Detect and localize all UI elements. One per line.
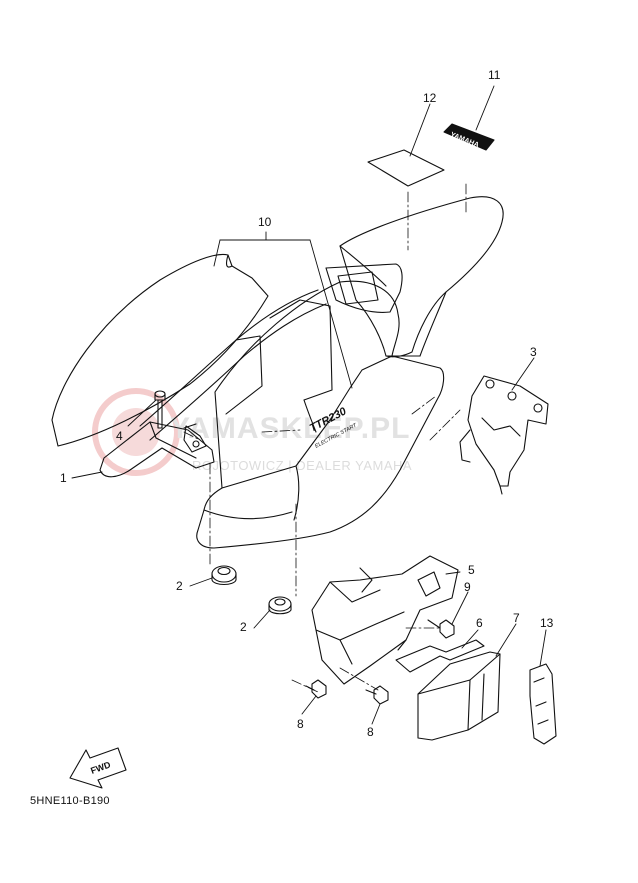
leader-lines [71,85,547,725]
callout-8a: 8 [297,717,304,731]
callout-6: 6 [476,616,483,630]
callout-4: 4 [116,429,123,443]
alignment-lines [183,183,467,693]
fwd-arrow: FWD [69,747,127,789]
callout-9: 9 [464,580,471,594]
model-decal: TTR230 ELECTRIC START [308,405,359,450]
side-cover-drawing [139,263,445,549]
cover-7-drawing [417,651,501,741]
callout-13: 13 [540,616,554,630]
watermark-subtext: ROJOTOWICZ | DEALER YAMAHA [192,458,413,473]
callout-12: 12 [423,91,437,105]
callout-2a: 2 [176,579,183,593]
decal-12-drawing [367,149,445,187]
callout-2b: 2 [240,620,247,634]
bolt-8a-drawing [305,679,327,699]
watermark-logo [92,388,180,476]
watermark-text: YAMASKLEP.PL [170,412,411,445]
bolt-9-drawing [427,619,455,639]
callout-7: 7 [513,611,520,625]
pad-6-drawing [395,639,485,673]
callout-1: 1 [60,471,67,485]
bracket-3-drawing [459,375,549,495]
callout-10: 10 [258,215,272,229]
callout-11: 11 [488,68,501,82]
callout-8b: 8 [367,725,374,739]
seat-drawing [339,196,504,358]
bolt-8b-drawing [365,685,389,705]
seat-front-drawing [51,253,269,447]
callout-3: 3 [530,345,537,359]
diagram-code: 5HNE110-B190 [30,795,110,807]
emblem-11-drawing: YAMAHA [443,123,495,151]
bracket-drawing [99,421,215,478]
fwd-label: FWD [89,759,112,776]
clip-13-drawing [529,663,557,745]
callout-5: 5 [468,563,475,577]
battery-box-drawing [311,555,459,685]
screw-4-drawing [154,390,166,429]
grommet-2b-drawing [268,596,292,615]
grommet-2a-drawing [211,565,237,586]
